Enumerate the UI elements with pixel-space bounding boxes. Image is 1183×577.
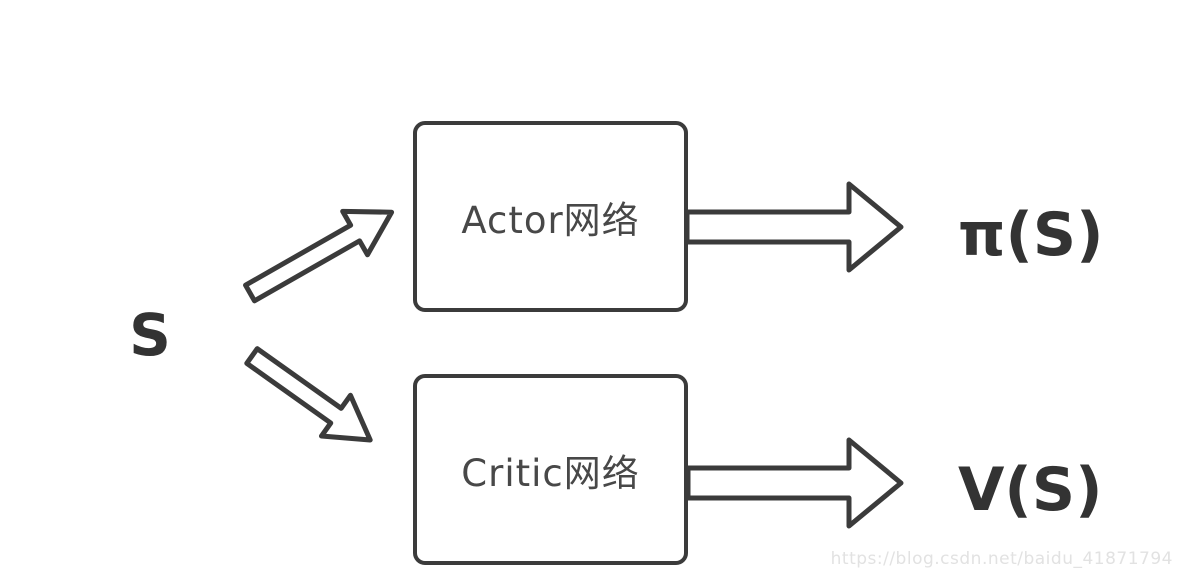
arrow-critic-to-v (685, 437, 904, 529)
watermark-text: https://blog.csdn.net/baidu_41871794 (830, 549, 1173, 569)
arrow-s-to-critic (244, 346, 373, 443)
critic-network-box: Critic网络 (413, 374, 688, 565)
policy-output-label: π(S) (958, 200, 1104, 270)
arrow-s-to-actor (243, 208, 395, 304)
critic-network-label: Critic网络 (461, 451, 640, 495)
arrow-actor-to-pi (684, 181, 904, 273)
state-input-label: S (129, 301, 171, 369)
actor-network-label: Actor网络 (461, 198, 640, 242)
actor-network-box: Actor网络 (413, 121, 688, 312)
value-output-label: V(S) (958, 455, 1103, 525)
